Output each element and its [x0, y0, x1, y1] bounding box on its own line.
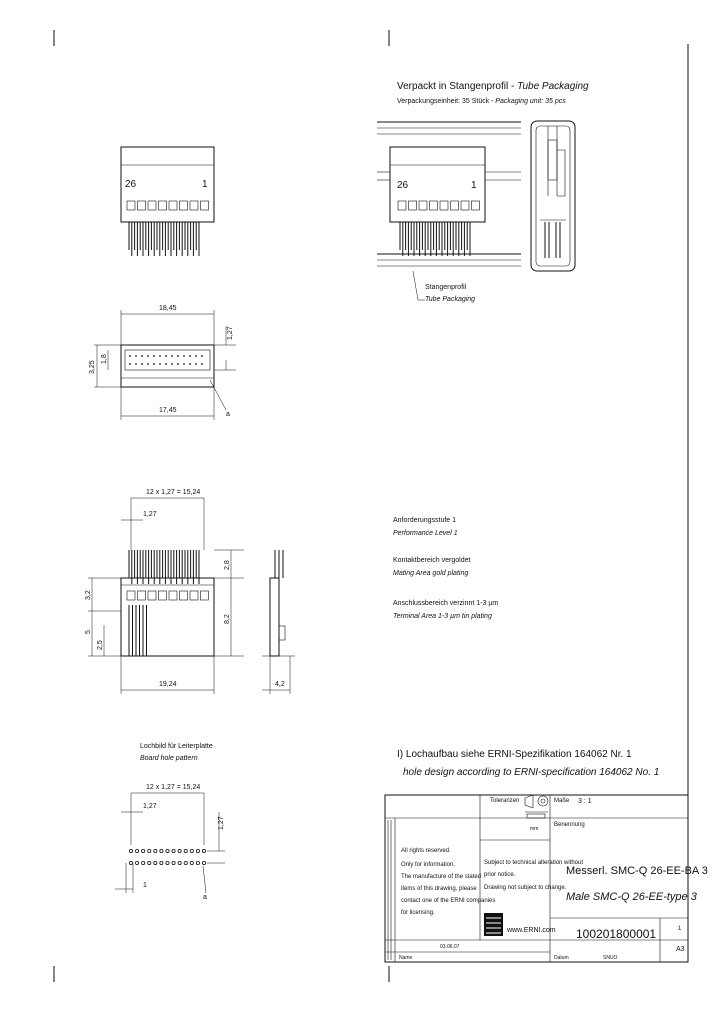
corner-a: a	[226, 411, 230, 418]
board-pitch: 1,27	[143, 803, 157, 810]
dim-5: 5	[85, 630, 92, 634]
pin-mark-1: 1	[202, 179, 208, 190]
tb-scale-label: Maße	[554, 798, 570, 804]
note-perf-en: Performance Level 1	[393, 530, 458, 537]
tb-rights-2: Only for information.	[401, 862, 455, 868]
tb-description-label: Benennung	[554, 822, 585, 828]
dim-top-width: 18,45	[159, 305, 177, 312]
note-plating-en: Mating Area gold plating	[393, 570, 468, 577]
tb-website: www.ERNI.com	[506, 927, 556, 934]
tb-rights-3: The manufacture of the stated	[401, 874, 481, 880]
projection-symbol-icon	[524, 794, 549, 809]
sheet-frame	[53, 30, 689, 982]
hole-note-de: I) Lochaufbau siehe ERNI-Spezifikation 1…	[397, 749, 632, 760]
tb-subject-3: Drawing not subject to change.	[484, 885, 567, 891]
svg-text:Verpackt in Stangenprofil - Tu: Verpackt in Stangenprofil - Tube Packagi…	[397, 81, 589, 92]
packaging-unit-de: Verpackungseinheit: 35 Stück	[397, 98, 490, 105]
dim-body-width: 19,24	[159, 681, 177, 688]
tb-date-value: 03.06.07	[440, 944, 460, 950]
erni-logo-icon	[484, 913, 503, 936]
packaging-unit-en: - Packaging unit: 35 pcs	[491, 98, 566, 105]
svg-text:1: 1	[471, 180, 477, 191]
dim-2-5: 2,5	[97, 640, 104, 650]
contact-window-row	[126, 200, 209, 211]
top-view-dimensioned: 18,45 17,45 3,25 1,8 1,27 a	[89, 305, 236, 420]
board-pitch-span: 12 x 1,27 = 15,24	[146, 784, 200, 791]
dim-1-8: 1,8	[101, 354, 108, 364]
side-profile-view: 4,2	[262, 550, 295, 694]
board-title-de: Lochbild für Leiterplatte	[140, 743, 213, 750]
tb-subject-1: Subject to technical alteration without	[484, 860, 583, 866]
board-row-spacing: 1,27	[218, 816, 225, 830]
front-view-dimensioned: 12 x 1,27 = 15,24 1,27 3,2 5 2,5 2,8 8,2…	[85, 489, 244, 694]
revision-column	[387, 820, 392, 960]
note-term-en: Terminal Area 1-3 µm tin plating	[393, 613, 492, 620]
tb-subject-2: prior notice.	[484, 872, 516, 878]
tube-packaging: Verpackt in Stangenprofil - Tube Packagi…	[377, 81, 589, 303]
tb-product-en: Male SMC-Q 26-EE-type 3	[566, 891, 698, 903]
packaging-heading-de: Verpackt in Stangenprofil -	[397, 81, 517, 92]
tb-rights-4: items of this drawing, please	[401, 886, 477, 892]
dim-8-2: 8,2	[224, 614, 231, 624]
note-plating-de: Kontaktbereich vergoldet	[393, 557, 470, 564]
dim-depth: 4,2	[275, 681, 285, 688]
svg-text:26: 26	[397, 180, 409, 191]
svg-text:mm: mm	[530, 826, 538, 832]
tb-date-label: Datum	[554, 955, 569, 961]
tube-callout-en: Tube Packaging	[425, 296, 475, 303]
plating-notes: Anforderungsstufe 1 Performance Level 1 …	[393, 517, 498, 620]
pin-row	[128, 222, 200, 256]
board-hole-pattern: Lochbild für Leiterplatte Board hole pat…	[115, 743, 225, 901]
dim-1-27-top: 1,27	[227, 326, 234, 340]
tube-callout-de: Stangenprofil	[425, 284, 467, 291]
dim-2-8: 2,8	[224, 560, 231, 570]
note-term-de: Anschlussbereich verzinnt 1-3 µm	[393, 600, 498, 607]
dim-3-25: 3,25	[89, 360, 96, 374]
hole-design-note: I) Lochaufbau siehe ERNI-Spezifikation 1…	[397, 749, 659, 778]
board-title-en: Board hole pattern	[140, 755, 198, 762]
tb-scale: 3 : 1	[578, 798, 592, 805]
dim-pitch: 1,27	[143, 511, 157, 518]
tb-part-number: 100201800001	[576, 927, 656, 941]
hole-note-en: hole design according to ERNI-specificat…	[403, 767, 659, 778]
tb-rights-1: All rights reserved.	[401, 848, 451, 854]
tb-product-de: Messerl. SMC-Q 26-EE-BA 3	[566, 865, 708, 877]
board-corner-a: a	[203, 894, 207, 901]
tb-rights-5: contact one of the ERNI companies	[401, 898, 495, 904]
tb-sheet: A3	[676, 946, 685, 953]
dim-3-2: 3,2	[85, 590, 92, 600]
tb-initial-value: SNUO	[603, 955, 618, 961]
tb-rights-6: for licensing.	[401, 910, 435, 916]
title-block: Toleranzen Maße 3 : 1 Benennung mm All r…	[384, 794, 708, 963]
dim-bottom-width: 17,45	[159, 407, 177, 414]
tb-rev: 1	[678, 926, 682, 932]
packaging-heading-en: Tube Packaging	[517, 81, 589, 92]
note-perf-de: Anforderungsstufe 1	[393, 517, 456, 524]
tb-tolerances: Toleranzen	[490, 798, 519, 804]
tb-initial-label: Name	[399, 955, 413, 961]
dim-pitch-span: 12 x 1,27 = 15,24	[146, 489, 200, 496]
pin-mark-26: 26	[125, 179, 137, 190]
front-view-connector: 26 1	[120, 146, 215, 256]
board-hole-size: 1	[143, 882, 147, 889]
